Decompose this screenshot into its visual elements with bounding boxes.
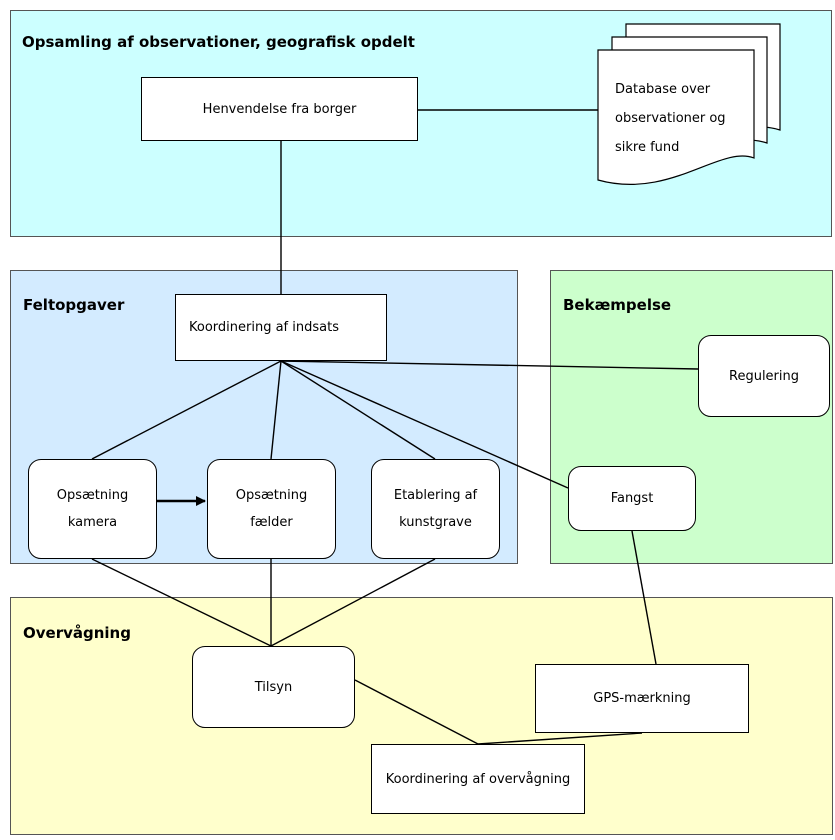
regulation-label: Regulering (729, 368, 799, 384)
artificial-dens-label-line: Etablering af (393, 488, 478, 503)
supervision-box: Tilsyn (192, 646, 355, 728)
camera-setup-label-line: Opsætning (56, 488, 129, 503)
trap-setup-label-line: fælder (250, 515, 293, 530)
monitoring-coordination-box: Koordinering af overvågning (371, 744, 585, 814)
monitoring-panel-title: Overvågning (23, 624, 131, 642)
database-label-line: sikre fund (615, 140, 680, 155)
database-label-line: Database over (615, 82, 711, 97)
camera-setup-label-line: kamera (67, 515, 118, 530)
gps-marking-label: GPS-mærkning (593, 691, 691, 706)
observations-panel-title: Opsamling af observationer, geografisk o… (22, 33, 415, 51)
supervision-label: Tilsyn (254, 679, 293, 695)
citizen-inquiry-label: Henvendelse fra borger (202, 101, 357, 117)
capture-box: Fangst (568, 466, 696, 531)
gps-marking-box: GPS-mærkning (535, 664, 749, 733)
database-label: Database over observationer og sikre fun… (615, 75, 745, 162)
camera-setup-box: Opsætning kamera (28, 459, 157, 559)
citizen-inquiry-box: Henvendelse fra borger (141, 77, 418, 141)
coordination-effort-box: Koordinering af indsats (175, 294, 387, 361)
control-panel-title: Bekæmpelse (563, 296, 672, 314)
regulation-box: Regulering (698, 335, 830, 417)
trap-setup-label-line: Opsætning (235, 488, 308, 503)
trap-setup-box: Opsætning fælder (207, 459, 336, 559)
field-tasks-panel-title: Feltopgaver (23, 296, 125, 314)
monitoring-coordination-label: Koordinering af overvågning (385, 771, 571, 787)
capture-label: Fangst (610, 491, 654, 506)
coordination-effort-label: Koordinering af indsats (189, 320, 339, 335)
database-label-line: observationer og (615, 111, 726, 126)
artificial-dens-box: Etablering af kunstgrave (371, 459, 500, 559)
artificial-dens-label-line: kunstgrave (399, 515, 472, 530)
